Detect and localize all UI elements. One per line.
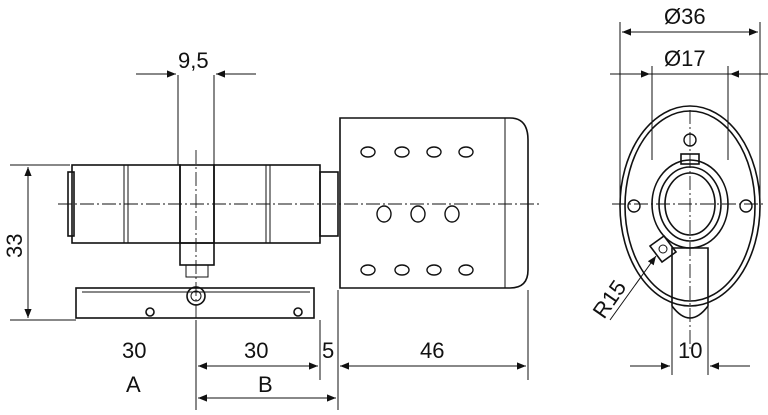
dim-inner-diameter: Ø17 bbox=[664, 46, 706, 71]
label-a: A bbox=[126, 372, 141, 397]
dim-gap: 5 bbox=[322, 338, 334, 363]
rosette-hole-right bbox=[739, 199, 753, 213]
dim-height-left: 33 bbox=[2, 234, 27, 258]
small-hole-left bbox=[145, 307, 155, 317]
label-b: B bbox=[258, 372, 273, 397]
knob-body bbox=[339, 117, 529, 289]
cylinder-lower-body bbox=[75, 287, 315, 319]
small-hole-right bbox=[293, 307, 303, 317]
front-view: Ø36 Ø17 R15 10 bbox=[588, 4, 768, 375]
dim-length-b: 30 bbox=[244, 338, 268, 363]
key-tab bbox=[648, 234, 678, 264]
dim-cam-width: 10 bbox=[678, 338, 702, 363]
dim-width-top: 9,5 bbox=[178, 48, 209, 73]
dim-knob-length: 46 bbox=[420, 338, 444, 363]
knob-holes bbox=[360, 146, 474, 276]
dim-outer-diameter: Ø36 bbox=[664, 4, 706, 29]
cylinder-shoulder bbox=[319, 171, 339, 237]
dim-length-a: 30 bbox=[122, 338, 146, 363]
cam-slot bbox=[179, 242, 215, 266]
rosette-hole-left bbox=[627, 199, 641, 213]
side-view: 9,5 33 30 30 5 46 A B bbox=[2, 48, 540, 410]
